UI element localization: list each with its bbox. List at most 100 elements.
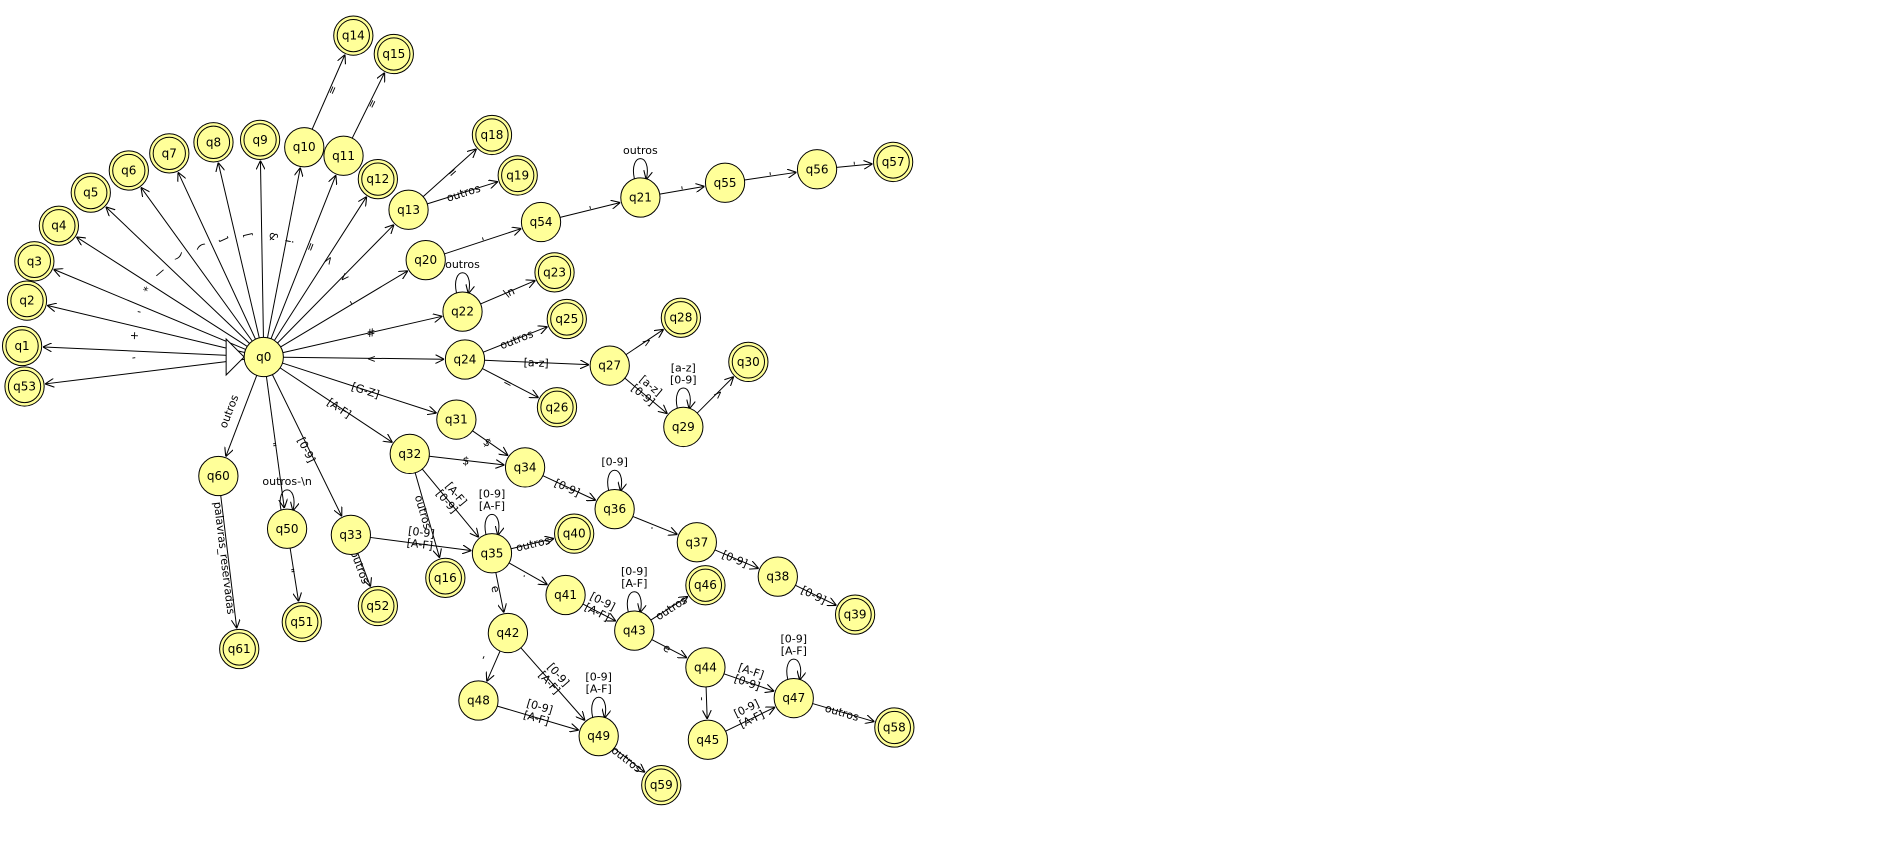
state-q60[interactable]: q60: [198, 455, 239, 497]
state-q45[interactable]: q45: [687, 719, 729, 760]
state-q59[interactable]: q59: [641, 765, 682, 806]
state-label: q4: [51, 219, 66, 233]
state-q21[interactable]: q21: [620, 177, 661, 218]
state-circle: [108, 150, 149, 191]
state-circle: [704, 162, 746, 203]
transition-q42-q48: -: [476, 650, 501, 681]
state-q43[interactable]: q43: [614, 610, 655, 651]
state-q57[interactable]: q57: [873, 141, 914, 183]
state-q46[interactable]: q46: [685, 565, 726, 606]
state-q29[interactable]: q29: [663, 406, 704, 448]
transition-label: [0-9][A-F]: [621, 565, 648, 590]
state-q55[interactable]: q55: [704, 162, 746, 203]
state-q6[interactable]: q6: [108, 150, 149, 191]
state-q10[interactable]: q10: [284, 127, 325, 168]
state-q24[interactable]: q24: [444, 339, 486, 380]
state-q51[interactable]: q51: [281, 601, 322, 643]
state-q39[interactable]: q39: [834, 594, 876, 635]
state-q41[interactable]: q41: [545, 574, 586, 616]
state-q28[interactable]: q28: [660, 297, 702, 338]
state-q42[interactable]: q42: [487, 612, 529, 654]
state-q12[interactable]: q12: [357, 158, 398, 200]
state-q56[interactable]: q56: [796, 149, 838, 190]
transition-line: [283, 357, 443, 359]
state-q33[interactable]: q33: [330, 514, 372, 556]
state-q32[interactable]: q32: [389, 433, 430, 475]
state-q44[interactable]: q44: [685, 647, 726, 688]
final-ring: [243, 123, 277, 157]
state-q54[interactable]: q54: [520, 201, 562, 243]
state-q25[interactable]: q25: [546, 298, 587, 340]
state-q14[interactable]: q14: [333, 15, 374, 56]
state-q0[interactable]: q0: [243, 336, 284, 378]
state-q22[interactable]: q22: [442, 291, 483, 332]
transition-line: [472, 430, 507, 455]
state-q35[interactable]: q35: [471, 533, 513, 574]
transition-q27-q28: >: [625, 330, 663, 356]
state-label: q2: [19, 294, 34, 308]
transition-q29-q30: >: [696, 377, 733, 414]
state-q18[interactable]: q18: [471, 114, 513, 156]
state-label: q32: [398, 447, 421, 461]
state-label: q18: [481, 128, 504, 142]
transition-q35-q42: e: [488, 572, 503, 612]
state-q3[interactable]: q3: [14, 241, 55, 282]
state-q27[interactable]: q27: [589, 345, 630, 386]
state-label: q28: [669, 311, 692, 325]
state-q20[interactable]: q20: [405, 239, 446, 281]
state-q11[interactable]: q11: [323, 135, 364, 176]
state-circle: [458, 680, 499, 721]
state-q31[interactable]: q31: [436, 399, 477, 440]
state-q48[interactable]: q48: [458, 680, 499, 721]
state-q4[interactable]: q4: [38, 205, 80, 246]
state-q53[interactable]: q53: [4, 366, 45, 407]
state-q19[interactable]: q19: [497, 155, 538, 196]
state-q36[interactable]: q36: [594, 489, 635, 530]
state-label: q23: [543, 265, 566, 279]
state-q16[interactable]: q16: [425, 557, 466, 598]
state-q7[interactable]: q7: [149, 133, 190, 174]
state-q5[interactable]: q5: [70, 172, 111, 213]
transition-line: [279, 489, 294, 510]
state-q61[interactable]: q61: [219, 628, 260, 670]
state-q58[interactable]: q58: [874, 707, 915, 748]
state-q52[interactable]: q52: [357, 585, 398, 627]
state-q34[interactable]: q34: [504, 447, 546, 488]
state-q2[interactable]: q2: [6, 280, 48, 321]
transition-label: ': [768, 170, 773, 183]
state-q50[interactable]: q50: [266, 508, 308, 549]
state-q30[interactable]: q30: [728, 341, 769, 383]
transition-line: [542, 475, 595, 500]
transition-line: [482, 368, 537, 398]
transition-label: outros: [445, 182, 482, 205]
transition-line: [226, 375, 258, 455]
transition-line: [484, 514, 499, 534]
state-q23[interactable]: q23: [534, 252, 575, 293]
transition-line: [508, 562, 547, 584]
state-label: q58: [883, 721, 906, 735]
transition-line: [624, 377, 667, 413]
transition-line: [351, 73, 384, 139]
state-q40[interactable]: q40: [554, 513, 595, 554]
state-q49[interactable]: q49: [578, 715, 619, 757]
state-q8[interactable]: q8: [193, 122, 234, 163]
state-label: q19: [506, 168, 529, 182]
state-q15[interactable]: q15: [373, 33, 414, 75]
state-circle: [198, 455, 239, 497]
state-q37[interactable]: q37: [676, 522, 717, 563]
state-label: q35: [481, 546, 504, 560]
transition-q0-q10: !: [266, 168, 300, 338]
state-q26[interactable]: q26: [536, 387, 578, 428]
state-circle: [874, 707, 915, 748]
transition-line: [414, 472, 439, 557]
state-q9[interactable]: q9: [239, 119, 281, 160]
state-label: q25: [555, 312, 578, 326]
transition-q0-q22: #: [282, 316, 442, 354]
state-label: q49: [587, 729, 610, 743]
state-q13[interactable]: q13: [388, 189, 429, 230]
transition-q60-q61: palavras_reservadas: [211, 495, 238, 627]
state-q38[interactable]: q38: [757, 556, 798, 597]
state-q1[interactable]: q1: [1, 325, 43, 367]
state-label: q22: [451, 305, 474, 319]
state-q47[interactable]: q47: [773, 677, 814, 719]
